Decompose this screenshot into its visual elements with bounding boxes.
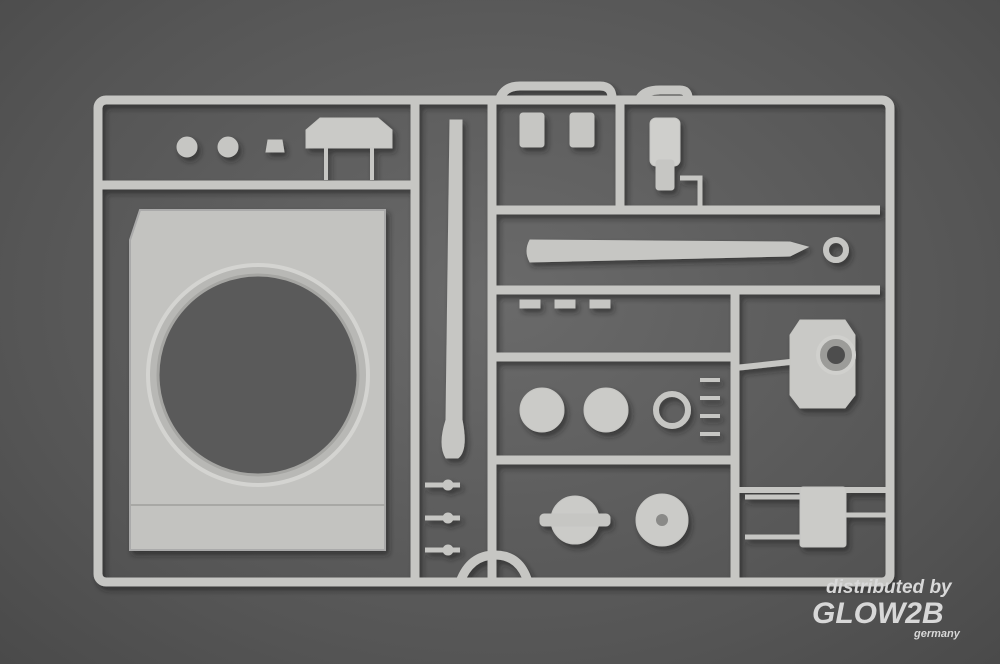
road-wheel-parts xyxy=(519,378,720,547)
distributor-watermark: distributed by GLOW2B germany xyxy=(812,577,961,640)
watermark-distributed-by: distributed by xyxy=(826,577,953,598)
barrel-part xyxy=(441,119,465,459)
barrel-horizontal-part xyxy=(526,239,810,263)
box-part xyxy=(745,486,890,548)
watermark-country: germany xyxy=(913,628,961,640)
small-parts-top-right xyxy=(519,112,849,309)
hull-plate-part xyxy=(129,209,386,551)
sprue-frame xyxy=(93,81,895,587)
watermark-brand: GLOW2B xyxy=(812,597,944,630)
small-parts-top-left xyxy=(176,117,393,180)
small-parts-bottom-middle xyxy=(425,479,460,556)
mantlet-part xyxy=(734,319,856,409)
